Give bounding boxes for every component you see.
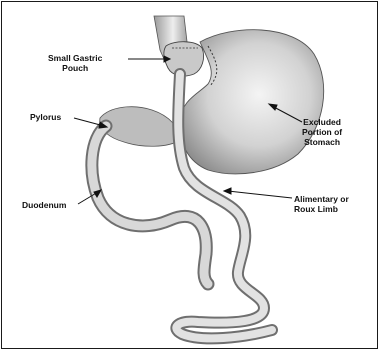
- diagram-frame: Small Gastric Pouch Pylorus Excluded Por…: [1, 1, 378, 349]
- label-excluded-line2: Portion of: [302, 127, 342, 137]
- label-pylorus: Pylorus: [30, 112, 61, 122]
- label-small-gastric-pouch: Small Gastric Pouch: [48, 53, 102, 73]
- label-duodenum: Duodenum: [22, 200, 66, 210]
- label-small-gastric-pouch-line1: Small Gastric: [48, 53, 102, 63]
- label-alimentary-roux-limb: Alimentary or Roux Limb: [294, 194, 349, 214]
- label-small-gastric-pouch-line2: Pouch: [48, 63, 102, 73]
- label-alimentary-line1: Alimentary or: [294, 194, 349, 204]
- label-excluded-line3: Stomach: [302, 137, 342, 147]
- label-alimentary-line2: Roux Limb: [294, 204, 349, 214]
- label-excluded-line1: Excluded: [302, 117, 342, 127]
- leader-roux: [228, 191, 292, 198]
- label-excluded-portion: Excluded Portion of Stomach: [302, 117, 342, 147]
